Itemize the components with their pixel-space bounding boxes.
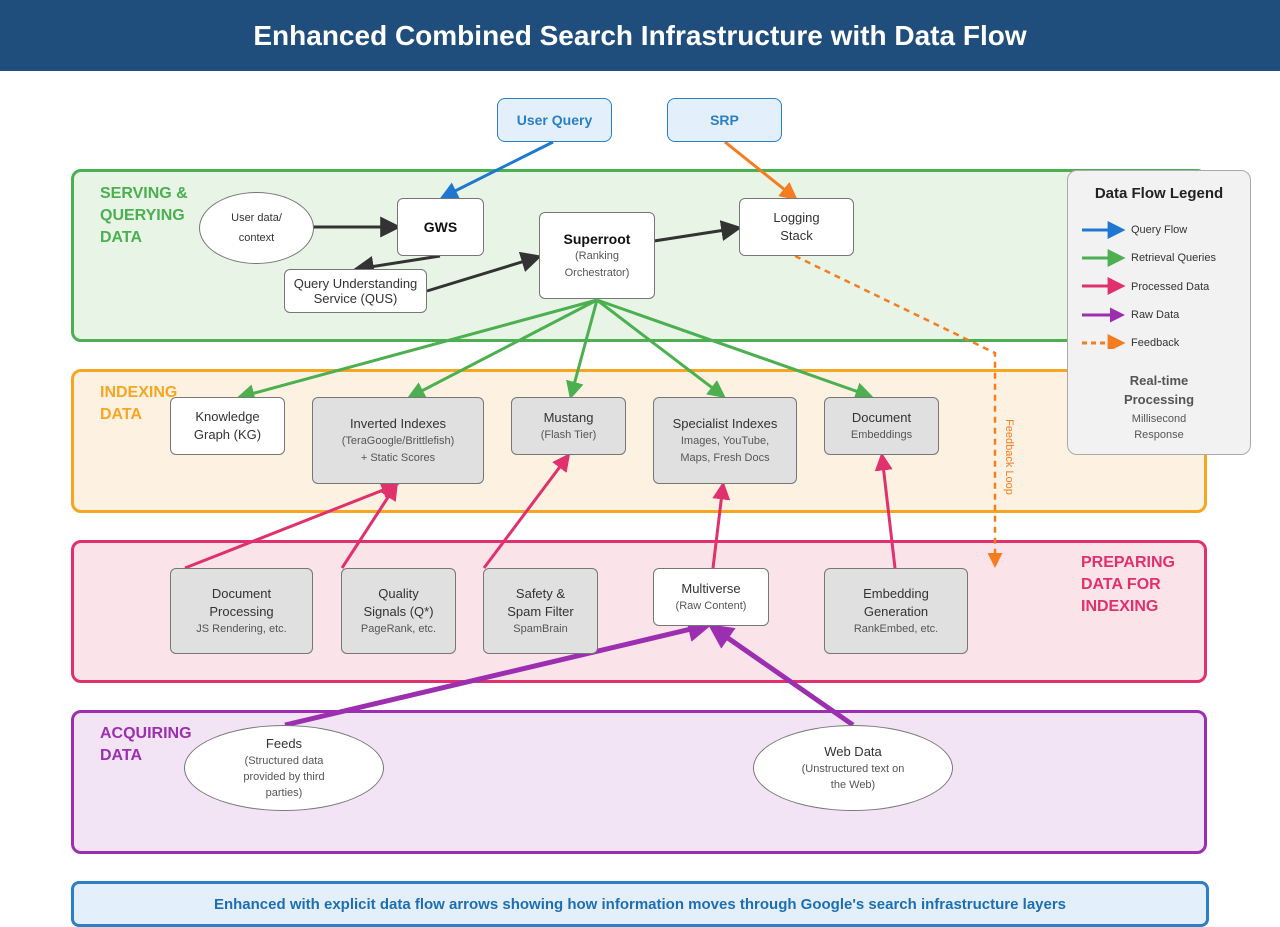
quality-signals-node: Quality Signals (Q*) PageRank, etc. [341, 568, 456, 654]
superroot-sublabel: (Ranking Orchestrator) [564, 249, 630, 279]
web-data-label: Web Data [824, 744, 882, 759]
qus-node: Query Understanding Service (QUS) [284, 269, 427, 313]
arrow-userquery-to-gws [439, 140, 554, 199]
web-data-sublabel: (Unstructured text on the Web) [801, 763, 905, 791]
arrow-superroot-to-document [596, 298, 874, 400]
serving-layer-title: SERVING & QUERYING DATA [100, 185, 188, 246]
document-processing-sublabel: JS Rendering, etc. [196, 622, 287, 635]
multiverse-sublabel: (Raw Content) [675, 599, 747, 612]
arrow-embedding-to-document [874, 452, 897, 569]
preparing-layer-title: PREPARING DATA FOR INDEXING [1081, 554, 1175, 615]
legend-panel: Data Flow Legend Query Flow Retrieval Qu… [1067, 170, 1251, 455]
arrow-docproc-to-inverted [184, 481, 400, 570]
feeds-node: Feeds (Structured data provided by third… [184, 725, 384, 811]
gws-node: GWS [397, 198, 484, 256]
legend-item-processed-data: Processed Data [1131, 281, 1210, 293]
mustang-label: Mustang [543, 409, 594, 425]
arrow-srp-to-logging [724, 140, 798, 201]
mustang-node: Mustang (Flash Tier) [511, 397, 626, 455]
legend-realtime-title: Real-time Processing [1123, 373, 1195, 407]
document-embeddings-sublabel: Embeddings [850, 428, 913, 441]
logging-stack-label: Logging Stack [773, 210, 820, 243]
arrow-qus-to-superroot [426, 251, 543, 293]
arrow-gws-to-qus [352, 254, 441, 277]
multiverse-label: Multiverse [681, 580, 741, 596]
user-data-context-label: User data/ context [231, 212, 282, 244]
legend-item-query-flow: Query Flow [1131, 224, 1188, 236]
arrow-feedback-loop [794, 254, 1003, 568]
embedding-generation-sublabel: RankEmbed, etc. [853, 622, 939, 635]
feedback-loop-label: Feedback Loop [1003, 419, 1015, 495]
feeds-label: Feeds [265, 736, 303, 751]
embedding-generation-label: Embedding Generation [863, 585, 929, 619]
legend-arrows [1082, 221, 1126, 349]
inverted-indexes-sublabel: (TeraGoogle/Brittlefish) + Static Scores [341, 434, 455, 464]
document-embeddings-node: Document Embeddings [824, 397, 939, 455]
superroot-label: Superroot [563, 230, 631, 247]
user-data-context-node: User data/ context [199, 192, 314, 264]
specialist-indexes-node: Specialist Indexes Images, YouTube, Maps… [653, 397, 797, 484]
page-title: Enhanced Combined Search Infrastructure … [0, 0, 1280, 71]
specialist-indexes-sublabel: Images, YouTube, Maps, Fresh Docs [680, 434, 770, 464]
srp-box: SRP [667, 98, 782, 142]
user-query-box: User Query [497, 98, 612, 142]
legend-item-raw-data: Raw Data [1131, 309, 1180, 321]
arrow-web-to-multiverse [707, 624, 855, 728]
footer-banner: Enhanced with explicit data flow arrows … [71, 881, 1209, 927]
inverted-indexes-node: Inverted Indexes (TeraGoogle/Brittlefish… [312, 397, 484, 484]
legend-item-feedback: Feedback [1131, 337, 1180, 349]
inverted-indexes-label: Inverted Indexes [349, 415, 447, 431]
legend-title: Data Flow Legend [1094, 185, 1224, 202]
safety-spam-filter-label: Safety & Spam Filter [507, 585, 574, 619]
arrow-multiverse-to-specialist [711, 481, 731, 569]
logging-stack-node: Logging Stack [739, 198, 854, 256]
specialist-indexes-label: Specialist Indexes [672, 415, 778, 431]
safety-spam-filter-sublabel: SpamBrain [513, 622, 568, 635]
arrow-superroot-to-logging [653, 220, 743, 243]
knowledge-graph-node: Knowledge Graph (KG) [170, 397, 285, 455]
superroot-node: Superroot (Ranking Orchestrator) [539, 212, 655, 299]
mustang-sublabel: (Flash Tier) [540, 428, 597, 441]
document-processing-label: Document Processing [209, 585, 274, 619]
safety-spam-filter-node: Safety & Spam Filter SpamBrain [483, 568, 598, 654]
embedding-generation-node: Embedding Generation RankEmbed, etc. [824, 568, 968, 654]
document-embeddings-label: Document [851, 409, 912, 425]
legend-realtime-sub: Millisecond Response [1131, 413, 1187, 441]
quality-signals-label: Quality Signals (Q*) [363, 585, 434, 619]
arrow-superroot-to-inverted [406, 298, 598, 399]
arrow-safety-to-mustang [482, 453, 571, 569]
indexing-layer-title: INDEXING DATA [100, 384, 178, 423]
arrow-feeds-to-multiverse [284, 617, 713, 728]
arrow-superroot-to-mustang [566, 299, 599, 400]
legend-item-retrieval-queries: Retrieval Queries [1131, 252, 1216, 264]
web-data-node: Web Data (Unstructured text on the Web) [753, 725, 953, 811]
arrow-quality-to-inverted [340, 481, 398, 569]
arrow-superroot-to-kg [236, 298, 598, 402]
knowledge-graph-label: Knowledge Graph (KG) [193, 409, 262, 442]
qus-label: Query Understanding Service (QUS) [293, 276, 418, 306]
arrow-superroot-to-specialist [596, 298, 726, 399]
document-processing-node: Document Processing JS Rendering, etc. [170, 568, 313, 654]
quality-signals-sublabel: PageRank, etc. [360, 622, 437, 635]
acquiring-layer-title: ACQUIRING DATA [100, 725, 192, 764]
feeds-sublabel: (Structured data provided by third parti… [243, 755, 325, 799]
gws-label: GWS [423, 219, 458, 235]
multiverse-node: Multiverse (Raw Content) [653, 568, 769, 626]
